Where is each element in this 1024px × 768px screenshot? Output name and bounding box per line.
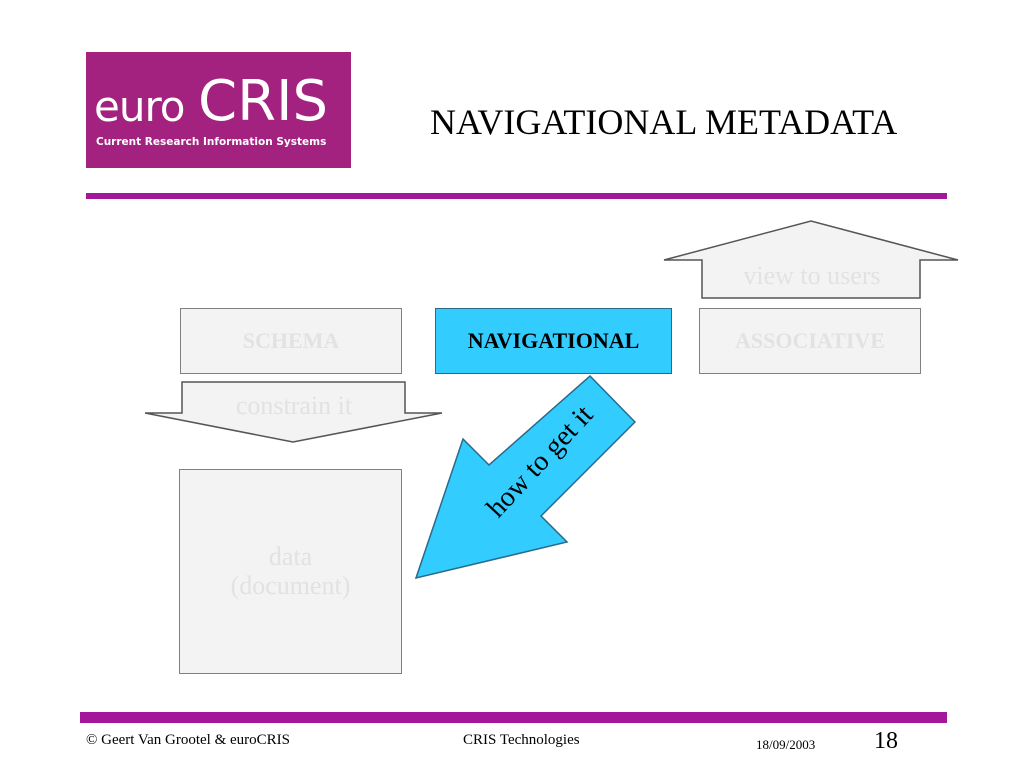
data-label-line1: data — [268, 541, 313, 571]
logo-tagline: Current Research Information Systems — [96, 136, 327, 148]
slide-title: NAVIGATIONAL METADATA — [430, 102, 898, 142]
associative-box: ASSOCIATIVE — [699, 308, 921, 374]
footer-date: 18/09/2003 — [756, 737, 816, 752]
schema-label: SCHEMA — [242, 327, 340, 353]
logo-euro-text: euro — [94, 82, 185, 131]
footer-page-number: 18 — [874, 728, 898, 754]
logo-cris-text: CRIS — [198, 69, 329, 134]
schema-box: SCHEMA — [180, 308, 402, 374]
view-to-users-label: view to users — [743, 261, 881, 290]
top-divider — [86, 193, 947, 199]
constrain-it-arrow — [144, 381, 443, 443]
navigational-box: NAVIGATIONAL — [435, 308, 672, 374]
bottom-divider — [80, 712, 947, 723]
footer-title: CRIS Technologies — [463, 732, 580, 748]
navigational-label: NAVIGATIONAL — [467, 327, 640, 353]
view-to-users-arrow — [663, 220, 959, 299]
constrain-it-label: constrain it — [235, 391, 353, 420]
data-label-line2: (document) — [230, 570, 351, 600]
data-document-box: data (document) — [179, 469, 402, 674]
eurocris-logo: euro CRIS Current Research Information S… — [86, 52, 351, 168]
footer-copyright: © Geert Van Grootel & euroCRIS — [86, 732, 291, 748]
associative-label: ASSOCIATIVE — [735, 327, 885, 353]
how-to-get-it-arrow — [414, 374, 637, 580]
